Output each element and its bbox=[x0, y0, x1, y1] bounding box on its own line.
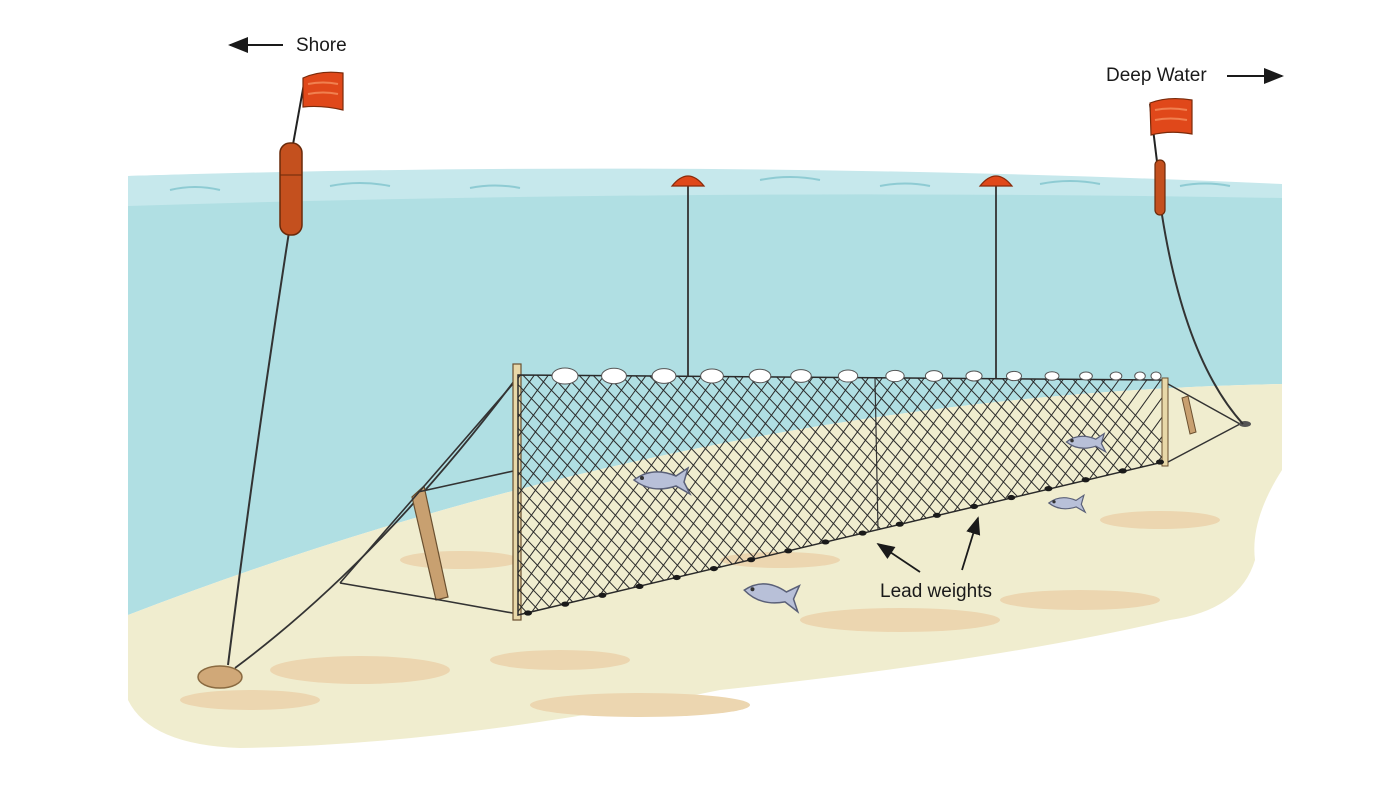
net-floats bbox=[551, 367, 1162, 385]
flag-icon bbox=[1149, 97, 1193, 136]
shore-marker-buoy bbox=[279, 77, 306, 236]
surface-buoy-2 bbox=[978, 175, 1014, 187]
arrow-icon bbox=[961, 516, 981, 571]
rock-to-net-line bbox=[234, 375, 519, 669]
fish-icon bbox=[1047, 493, 1087, 514]
net-mid-divider bbox=[874, 377, 879, 531]
deep-water-label: Deep Water bbox=[1106, 65, 1207, 86]
deep-water-anchor-line bbox=[1161, 214, 1244, 425]
fish-icon bbox=[1065, 432, 1108, 454]
net-pole-left bbox=[512, 363, 522, 621]
fish-icon bbox=[743, 583, 801, 614]
arrow-icon bbox=[876, 543, 921, 573]
lead-weights bbox=[524, 459, 1164, 616]
surface-buoy-1 bbox=[670, 175, 706, 187]
anchor-rock bbox=[197, 665, 243, 689]
flag-icon bbox=[302, 71, 344, 111]
right-stake bbox=[1181, 395, 1197, 435]
surface-ripples bbox=[169, 176, 1231, 191]
right-brace-lines bbox=[1167, 383, 1241, 463]
lead-weights-label: Lead weights bbox=[880, 581, 992, 602]
fish-icon bbox=[632, 466, 692, 496]
stake-brace-lines bbox=[339, 377, 519, 615]
net-pole-right bbox=[1161, 377, 1169, 467]
shore-anchor-line bbox=[227, 231, 290, 666]
shore-label: Shore bbox=[296, 35, 347, 56]
